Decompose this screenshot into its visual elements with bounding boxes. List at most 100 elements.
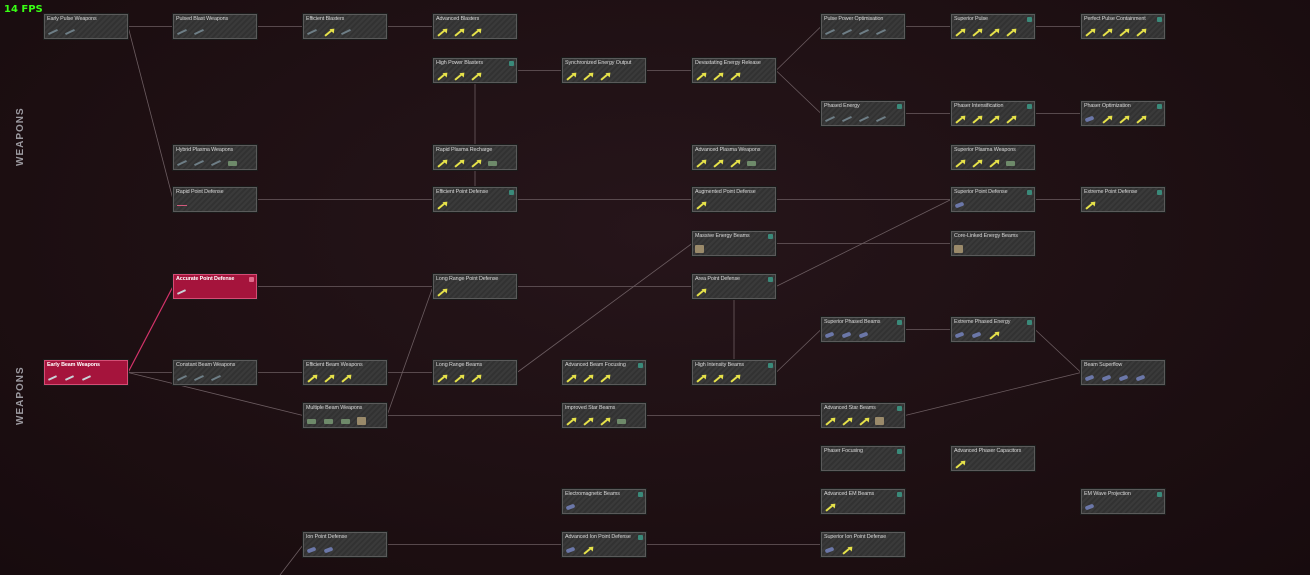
tech-node[interactable]: Superior Pulse	[951, 14, 1035, 39]
tech-node-title: Electromagnetic Beams	[565, 491, 620, 497]
tech-node[interactable]: Augmented Point Defense	[692, 187, 776, 212]
module-icon	[436, 201, 448, 209]
status-indicator-icon	[509, 190, 514, 195]
tech-node[interactable]: EM Wave Projection	[1081, 489, 1165, 514]
tech-node[interactable]: Efficient Blasters	[303, 14, 387, 39]
tech-node[interactable]: Rapid Plasma Recharge	[433, 145, 517, 170]
module-icon	[323, 28, 335, 36]
module-icons	[565, 503, 577, 511]
tech-node[interactable]: Electromagnetic Beams	[562, 489, 646, 514]
tech-node[interactable]: Superior Phased Beams	[821, 317, 905, 342]
status-indicator-icon	[768, 363, 773, 368]
tech-node[interactable]: Early Pulse Weapons	[44, 14, 128, 39]
tech-node[interactable]: Efficient Beam Weapons	[303, 360, 387, 385]
module-icon	[712, 159, 724, 167]
tech-node[interactable]: Superior Plasma Weapons	[951, 145, 1035, 170]
module-icon	[64, 374, 76, 382]
tech-node[interactable]: Advanced Blasters	[433, 14, 517, 39]
tech-node[interactable]: Long Range Point Defense	[433, 274, 517, 299]
tech-node[interactable]: Advanced Plasma Weapons	[692, 145, 776, 170]
status-indicator-icon	[897, 320, 902, 325]
tech-node[interactable]: Massive Energy Beams	[692, 231, 776, 256]
connection-line	[386, 286, 434, 416]
tech-node[interactable]: Advanced Phaser Capacitors	[951, 446, 1035, 471]
module-icon	[729, 72, 741, 80]
tech-node[interactable]: Ion Point Defense	[303, 532, 387, 557]
tech-node[interactable]: Superior Point Defense	[951, 187, 1035, 212]
tech-node[interactable]: High Intensity Beams	[692, 360, 776, 385]
tech-node[interactable]: Pulsed Blast Weapons	[173, 14, 257, 39]
module-icons	[954, 159, 1017, 167]
tech-node[interactable]: Hybrid Plasma Weapons	[173, 145, 257, 170]
tech-node[interactable]: Advanced Ion Point Defense	[562, 532, 646, 557]
module-icons	[47, 374, 93, 382]
status-indicator-icon	[897, 492, 902, 497]
tech-node[interactable]: Beam Superflow	[1081, 360, 1165, 385]
module-icon	[824, 115, 836, 123]
tech-node[interactable]: Advanced Star Beams	[821, 403, 905, 428]
module-icon	[988, 331, 1000, 339]
module-icons	[824, 331, 870, 339]
tech-node[interactable]: Devastating Energy Release	[692, 58, 776, 83]
tech-node-title: Superior Plasma Weapons	[954, 147, 1016, 153]
tech-node-title: Phased Energy	[824, 103, 860, 109]
tech-node[interactable]: Phased Energy	[821, 101, 905, 126]
tech-node[interactable]: Phaser Optimization	[1081, 101, 1165, 126]
module-icons	[1084, 28, 1147, 36]
tech-node[interactable]: Constant Beam Weapons	[173, 360, 257, 385]
module-icon	[824, 417, 836, 425]
tech-node[interactable]: Extreme Phased Energy	[951, 317, 1035, 342]
tech-node[interactable]: Long Range Beams	[433, 360, 517, 385]
tech-node-title: Beam Superflow	[1084, 362, 1123, 368]
tech-node[interactable]: Rapid Point Defense	[173, 187, 257, 212]
tech-node[interactable]: Early Beam Weapons	[44, 360, 128, 385]
tech-node-title: Perfect Pulse Containment	[1084, 16, 1146, 22]
tech-node[interactable]: Synchronized Energy Output	[562, 58, 646, 83]
tech-node[interactable]: Superior Ion Point Defense	[821, 532, 905, 557]
module-icon	[971, 28, 983, 36]
module-icon	[988, 28, 1000, 36]
tech-node-title: Phaser Focusing	[824, 448, 863, 454]
module-icon	[453, 72, 465, 80]
tech-node[interactable]: Accurate Point Defense	[173, 274, 257, 299]
module-icons	[436, 72, 482, 80]
tech-node[interactable]: Efficient Point Defense	[433, 187, 517, 212]
tech-node[interactable]: Extreme Point Defense	[1081, 187, 1165, 212]
tech-node[interactable]: Core-Linked Energy Beams	[951, 231, 1035, 256]
tech-node-title: Area Point Defense	[695, 276, 740, 282]
module-icon	[1101, 115, 1113, 123]
tech-node-title: EM Wave Projection	[1084, 491, 1131, 497]
module-icons	[47, 28, 76, 36]
tech-node[interactable]: Perfect Pulse Containment	[1081, 14, 1165, 39]
connection-line	[127, 372, 304, 416]
tech-node[interactable]: Pulse Power Optimisation	[821, 14, 905, 39]
tech-node[interactable]: High Power Blasters	[433, 58, 517, 83]
tech-node-title: Core-Linked Energy Beams	[954, 233, 1018, 239]
tech-node-title: Extreme Phased Energy	[954, 319, 1011, 325]
tech-node[interactable]: Advanced Beam Focusing	[562, 360, 646, 385]
module-icon	[565, 503, 577, 511]
status-indicator-icon	[897, 449, 902, 454]
status-indicator-icon	[1157, 17, 1162, 22]
tech-node[interactable]: Phaser Focusing	[821, 446, 905, 471]
tech-node-title: Hybrid Plasma Weapons	[176, 147, 234, 153]
module-icon	[487, 159, 499, 167]
module-icon	[227, 159, 239, 167]
tech-node-title: High Intensity Beams	[695, 362, 744, 368]
connection-line	[904, 372, 1082, 416]
module-icon	[858, 28, 870, 36]
module-icon	[1084, 201, 1096, 209]
module-icon	[436, 374, 448, 382]
module-icons	[954, 28, 1017, 36]
module-icon	[695, 374, 707, 382]
tech-node[interactable]: Advanced EM Beams	[821, 489, 905, 514]
tech-node[interactable]: Area Point Defense	[692, 274, 776, 299]
module-icon	[712, 374, 724, 382]
tech-node[interactable]: Multiple Beam Weapons	[303, 403, 387, 428]
tech-node[interactable]: Phaser Intensification	[951, 101, 1035, 126]
tech-node[interactable]: Improved Star Beams	[562, 403, 646, 428]
module-icon	[971, 159, 983, 167]
tech-node-title: Improved Star Beams	[565, 405, 616, 411]
